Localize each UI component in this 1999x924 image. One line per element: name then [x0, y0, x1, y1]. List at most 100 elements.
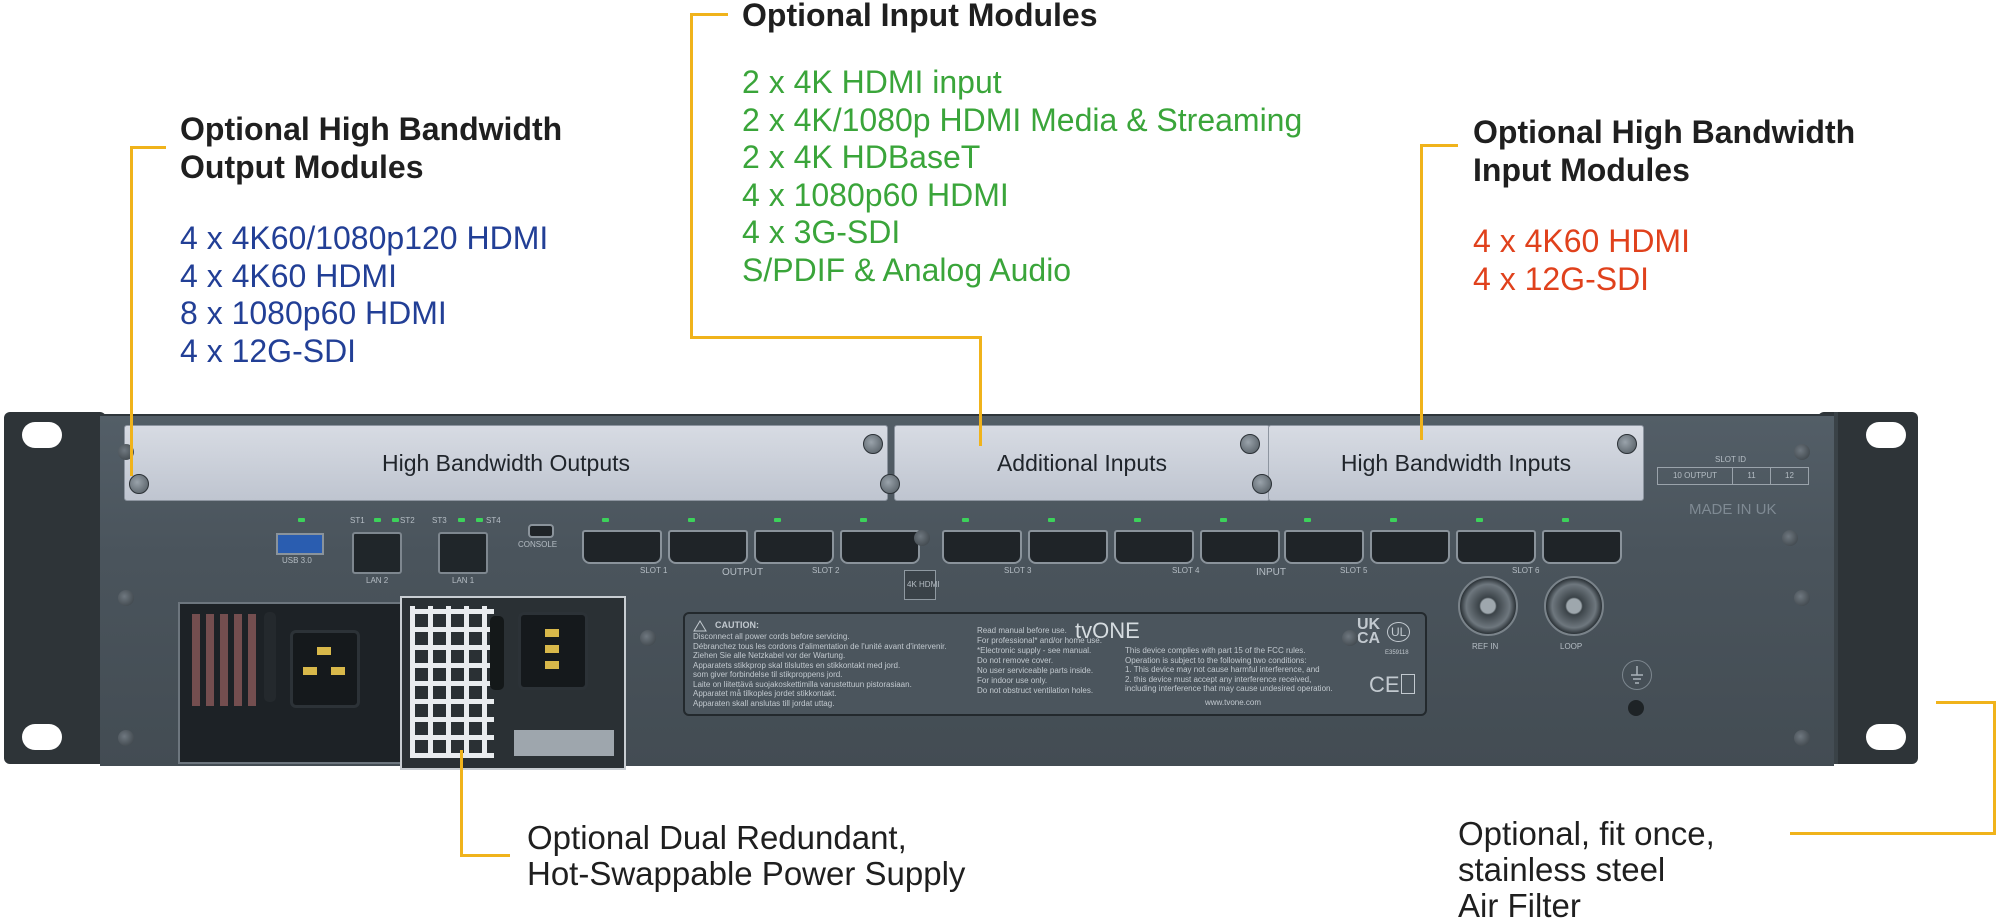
mount-hole — [22, 422, 62, 448]
leader-line — [1420, 144, 1458, 147]
status-led — [458, 518, 465, 522]
caption-line: Optional Dual Redundant, — [527, 819, 907, 856]
inlet-pin — [545, 645, 559, 653]
hdmi-port — [1028, 530, 1108, 564]
slot-name: SLOT 1 — [640, 566, 668, 575]
plate-line: Laite on liitettävä suojakoskettimilla v… — [693, 679, 912, 689]
slot-id-table: 10 OUTPUT 11 12 — [1657, 467, 1809, 485]
plate-line: For professional* and/or home use. — [977, 636, 1102, 645]
list-item: 4 x 12G-SDI — [180, 332, 357, 369]
hdmi-logo-text: 4K HDMI — [907, 580, 940, 589]
status-led — [298, 518, 305, 522]
list-item: 4 x 4K60 HDMI — [1473, 223, 1690, 259]
plate-line: Disconnect all power cords before servic… — [693, 632, 850, 641]
ground-post — [1628, 700, 1644, 716]
leader-line — [690, 13, 693, 339]
list-item: 2 x 4K/1080p HDMI Media & Streaming — [742, 101, 1303, 138]
slot-high-bandwidth-outputs: High Bandwidth Outputs — [124, 425, 888, 501]
status-led — [476, 518, 483, 522]
plate-line: This device complies with part 15 of the… — [1125, 646, 1306, 655]
screw — [1240, 434, 1260, 454]
lan1-label: LAN 1 — [452, 576, 475, 585]
leader-line — [1790, 832, 1996, 835]
ukca-line: CA — [1357, 630, 1381, 647]
port-led — [1134, 518, 1141, 522]
chassis-screw — [1794, 590, 1810, 606]
caption-line: stainless steel — [1458, 851, 1666, 888]
port-led — [1220, 518, 1227, 522]
list-item: 8 x 1080p60 HDMI — [180, 295, 447, 331]
psu-bay-2 — [400, 596, 626, 770]
fan-grille — [410, 606, 494, 758]
plate-line: No user serviceable parts inside. — [977, 666, 1094, 675]
callout-heading: Optional High Bandwidth Input Modules — [1473, 113, 1855, 189]
port-led — [1390, 518, 1397, 522]
list-item: 4 x 4K60/1080p120 HDMI — [180, 220, 549, 256]
callout-psu: Optional Dual Redundant, Hot-Swappable P… — [527, 820, 965, 892]
st-label: ST3 — [432, 516, 447, 525]
plate-line: Apparatet må tilkoples jordet stikkontak… — [693, 689, 837, 698]
screw — [129, 474, 149, 494]
chassis-screw — [1342, 630, 1358, 646]
hdmi-port — [582, 530, 662, 564]
hdmi-port — [754, 530, 834, 564]
leader-line — [1993, 701, 1996, 835]
plate-line: including interference that may cause un… — [1125, 684, 1333, 693]
plate-line: For indoor use only. — [977, 676, 1048, 685]
psu-latch — [514, 730, 614, 756]
slot-name: SLOT 6 — [1512, 566, 1540, 575]
usb-port — [276, 533, 324, 555]
list-item: 4 x 12G-SDI — [1473, 260, 1650, 297]
callout-inputs: Optional Input Modules 2 x 4K HDMI input… — [742, 0, 1302, 289]
leader-line — [130, 146, 133, 476]
slot-label: Additional Inputs — [996, 449, 1168, 476]
loop-label: LOOP — [1560, 642, 1583, 651]
slot-label: High Bandwidth Outputs — [381, 449, 631, 476]
slot-additional-inputs: Additional Inputs — [894, 425, 1270, 501]
power-inlet — [518, 612, 588, 690]
slot-name: SLOT 2 — [812, 566, 840, 575]
website: www.tvone.com — [1205, 698, 1262, 707]
plate-line: Do not obstruct ventilation holes. — [977, 686, 1094, 695]
plate-line: 1. This device may not cause harmful int… — [1125, 665, 1320, 674]
leader-line — [460, 854, 510, 857]
plate-line: *Electronic supply - see manual. — [977, 646, 1092, 655]
inlet-pin — [303, 667, 317, 675]
chassis-screw — [1794, 444, 1810, 460]
hdmi-port — [1200, 530, 1280, 564]
leader-line — [460, 750, 463, 857]
plate-line: Operation is subject to the following tw… — [1125, 655, 1307, 665]
console-label: CONSOLE — [518, 540, 558, 549]
hdmi-port — [668, 530, 748, 564]
slot-name: SLOT 3 — [1004, 566, 1032, 575]
chassis-screw — [914, 530, 930, 546]
inlet-pin — [545, 661, 559, 669]
mount-hole — [1866, 422, 1906, 448]
chassis-screw — [640, 630, 656, 646]
list-item: 4 x 4K60 HDMI — [180, 257, 397, 294]
hdmi-port — [1284, 530, 1364, 564]
heading-line: Optional High Bandwidth — [1473, 114, 1856, 150]
leader-line — [690, 13, 728, 16]
leader-line — [130, 146, 166, 149]
power-inlet — [290, 630, 360, 708]
slot-id-title: SLOT ID — [1715, 455, 1746, 464]
leader-line — [690, 336, 982, 339]
warning-icon — [693, 620, 707, 632]
ukca-line: UK — [1357, 616, 1381, 633]
psu-handle — [490, 616, 504, 690]
mount-hole — [22, 724, 62, 750]
callout-heading: Optional High Bandwidth Output Modules — [180, 110, 562, 186]
st-label: ST2 — [400, 516, 415, 525]
port-led — [602, 518, 609, 522]
plate-line: Apparatets stikkprop skal tilsluttes en … — [693, 660, 901, 670]
hdmi-port — [1456, 530, 1536, 564]
plate-line: Read manual before use. — [977, 626, 1067, 635]
caption-line: Air Filter — [1458, 887, 1581, 924]
loop-connector — [1544, 576, 1604, 636]
inlet-pin — [331, 667, 345, 675]
weee-icon — [1401, 674, 1415, 694]
caption-line: Optional, fit once, — [1458, 815, 1715, 852]
lan2-label: LAN 2 — [366, 576, 389, 585]
port-led — [774, 518, 781, 522]
